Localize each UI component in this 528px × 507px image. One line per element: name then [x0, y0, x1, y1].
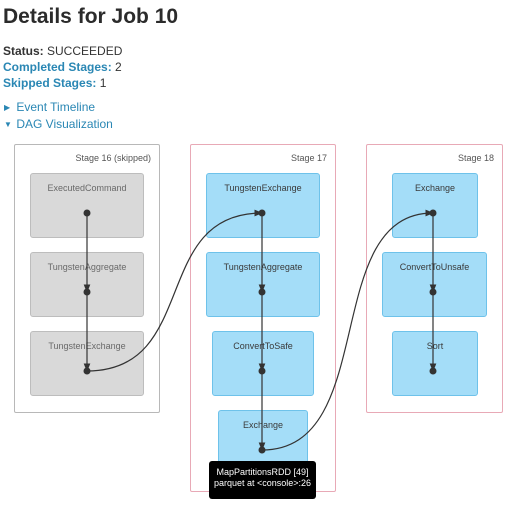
rdd-tooltip: MapPartitionsRDD [49] parquet at <consol…: [209, 461, 316, 499]
operation-node[interactable]: Sort: [392, 331, 478, 396]
stage-18-cluster[interactable]: Stage 18 Exchange ConvertToUnsafe Sort: [366, 144, 503, 413]
job-status: Status: SUCCEEDED: [3, 44, 122, 58]
completed-stages: Completed Stages: 2: [3, 60, 122, 74]
page-title: Details for Job 10: [3, 5, 179, 28]
operation-label: ExecutedCommand: [47, 183, 127, 193]
operation-node[interactable]: Exchange: [392, 173, 478, 238]
tooltip-line-2: parquet at <console>:26: [213, 478, 312, 488]
operation-label: Sort: [426, 341, 444, 351]
status-label: Status:: [3, 44, 44, 58]
operation-label: ConvertToSafe: [233, 341, 293, 351]
status-value: SUCCEEDED: [47, 44, 123, 58]
operation-label: TungstenExchange: [48, 341, 126, 351]
operation-label: Exchange: [414, 183, 456, 193]
operation-label: TungstenAggregate: [223, 262, 303, 272]
operation-node[interactable]: TungstenExchange: [206, 173, 320, 238]
triangle-right-icon: ▶: [4, 103, 11, 112]
tooltip-line-1: MapPartitionsRDD [49]: [216, 467, 309, 477]
operation-node[interactable]: TungstenAggregate: [206, 252, 320, 317]
dag-visualization-toggle[interactable]: ▼ DAG Visualization: [4, 117, 113, 131]
stage-label: Stage 18: [457, 153, 494, 163]
stage-16-cluster[interactable]: Stage 16 (skipped) ExecutedCommand Tungs…: [14, 144, 160, 413]
stage-17-cluster[interactable]: Stage 17 TungstenExchange TungstenAggreg…: [190, 144, 336, 492]
operation-node[interactable]: TungstenExchange: [30, 331, 144, 396]
skipped-stages-link[interactable]: Skipped Stages:: [3, 76, 97, 90]
operation-node[interactable]: ExecutedCommand: [30, 173, 144, 238]
operation-label: TungstenExchange: [224, 183, 302, 193]
operation-node[interactable]: ConvertToUnsafe: [382, 252, 487, 317]
operation-label: TungstenAggregate: [47, 262, 127, 272]
operation-label: ConvertToUnsafe: [399, 262, 470, 272]
skipped-stages: Skipped Stages: 1: [3, 76, 106, 90]
completed-stages-count: 2: [115, 60, 122, 74]
stage-label: Stage 16 (skipped): [75, 153, 151, 163]
operation-node[interactable]: TungstenAggregate: [30, 252, 144, 317]
completed-stages-link[interactable]: Completed Stages:: [3, 60, 112, 74]
dag-visualization-label: DAG Visualization: [16, 117, 113, 131]
operation-node[interactable]: ConvertToSafe: [212, 331, 314, 396]
event-timeline-label: Event Timeline: [16, 100, 96, 114]
operation-label: Exchange: [242, 420, 284, 430]
event-timeline-toggle[interactable]: ▶ Event Timeline: [4, 100, 95, 114]
skipped-stages-count: 1: [99, 76, 107, 90]
triangle-down-icon: ▼: [4, 120, 12, 129]
stage-label: Stage 17: [290, 153, 327, 163]
